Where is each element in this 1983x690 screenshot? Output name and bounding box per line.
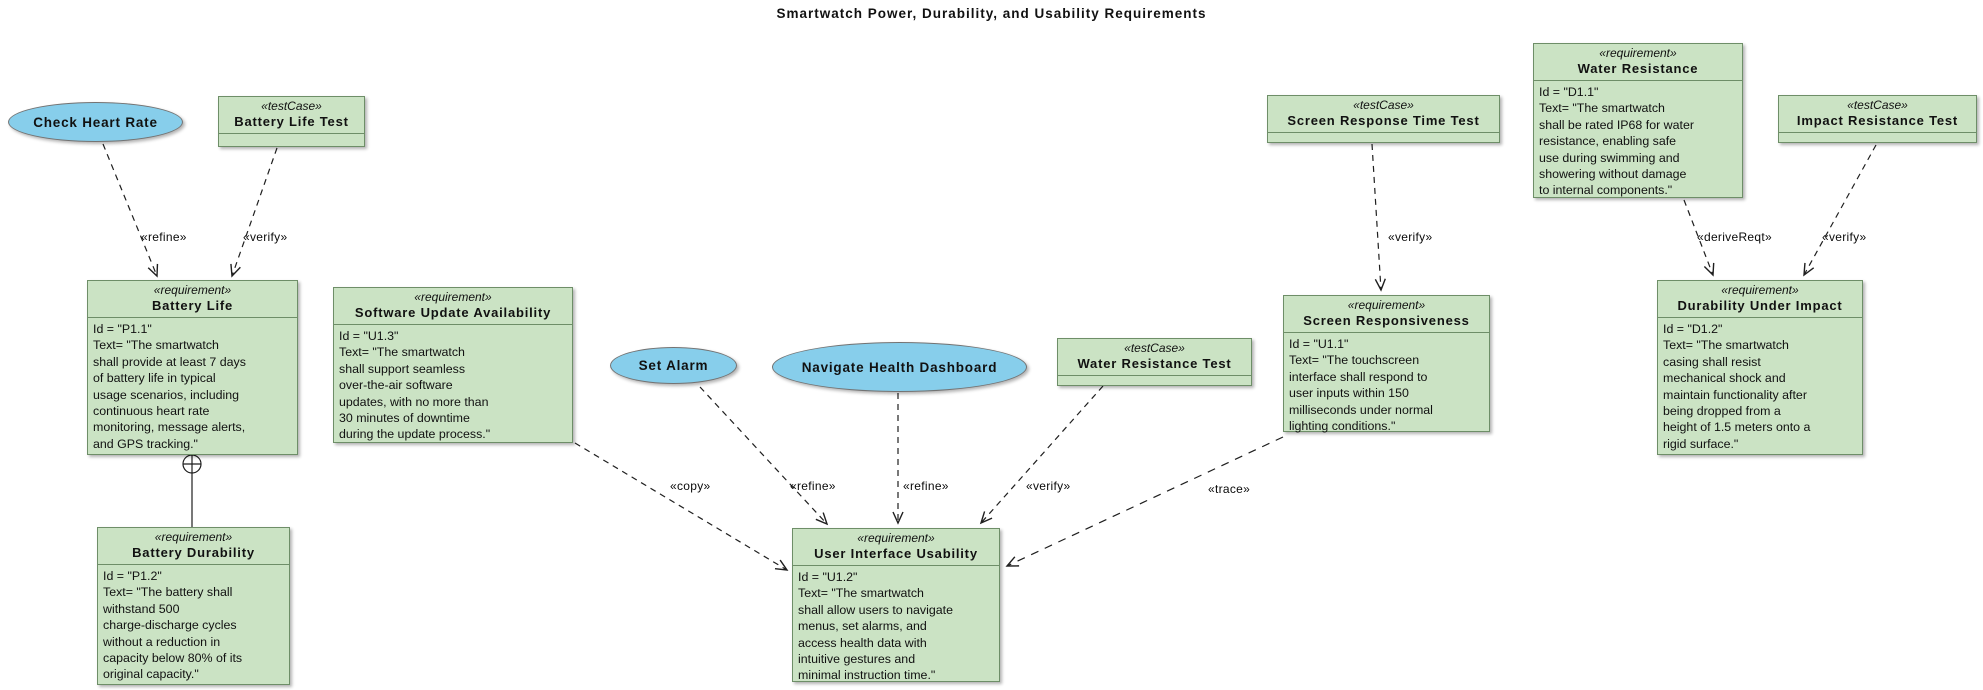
diagram-title: Smartwatch Power, Durability, and Usabil… [776,6,1207,21]
edge-label-trace: «trace» [1208,482,1251,496]
stereotype-label: «requirement» [857,531,935,545]
requirement-body: Id = "P1.2" Text= "The battery shall wit… [103,569,243,682]
stereotype-label: «testCase» [1353,98,1414,112]
requirement-body: Id = "D1.1" Text= "The smartwatch shall … [1539,85,1694,198]
requirement-durability-under-impact: «requirement» Durability Under Impact Id… [1657,280,1863,455]
node-name: Battery Durability [132,545,255,560]
stereotype-label: «testCase» [261,99,322,113]
requirement-battery-life: «requirement» Battery Life Id = "P1.1" T… [87,280,298,455]
stereotype-label: «testCase» [1847,98,1908,112]
requirement-battery-durability: «requirement» Battery Durability Id = "P… [97,527,290,685]
edge-verify-screen-response-time [1371,143,1386,292]
testcase-water-resistance-test: «testCase» Water Resistance Test [1057,338,1252,386]
edge-copy-software-update [574,442,789,571]
empty-compartment [1268,133,1499,144]
requirement-body: Id = "P1.1" Text= "The smartwatch shall … [93,322,246,451]
usecase-label: Navigate Health Dashboard [801,359,998,375]
usecase-navigate-health-dashboard: Navigate Health Dashboard [772,342,1027,392]
node-name: Impact Resistance Test [1796,113,1959,128]
requirement-body: Id = "U1.2" Text= "The smartwatch shall … [798,570,953,683]
empty-compartment [219,134,364,145]
edge-trace-screen-responsiveness [1005,436,1284,567]
edge-verify-water-resistance-test [979,385,1104,525]
stereotype-label: «requirement» [1347,298,1426,312]
empty-compartment [1058,376,1251,387]
node-name: Water Resistance [1577,61,1699,76]
stereotype-label: «requirement» [414,290,492,304]
node-name: Screen Responsiveness [1303,313,1470,328]
edge-label-refine: «refine» [141,230,187,244]
stereotype-label: «requirement» [1599,46,1677,60]
requirement-software-update-availability: «requirement» Software Update Availabili… [333,287,573,443]
edge-verify-impact-resistance [1803,144,1877,277]
edge-refine-check-heart-rate [102,143,159,278]
edge-label-verify: «verify» [1026,479,1071,493]
requirement-screen-responsiveness: «requirement» Screen Responsiveness Id =… [1283,295,1490,433]
edge-label-verify: «verify» [1388,230,1433,244]
stereotype-label: «requirement» [153,283,232,297]
node-name: Durability Under Impact [1677,298,1843,313]
node-name: Water Resistance Test [1077,356,1232,371]
node-name: Battery Life [151,298,234,313]
edge-label-copy: «copy» [670,479,711,493]
node-name: Screen Response Time Test [1287,113,1480,128]
edge-verify-battery-life-test [230,147,278,278]
node-name: Battery Life Test [234,114,349,129]
testcase-battery-life-test: «testCase» Battery Life Test [218,96,365,147]
edge-refine-set-alarm [699,386,829,526]
usecase-label: Set Alarm [638,358,709,373]
testcase-screen-response-time-test: «testCase» Screen Response Time Test [1267,95,1500,143]
edge-derivereqt-water-resistance [1683,199,1715,277]
requirement-body: Id = "U1.1" Text= "The touchscreen inter… [1289,337,1433,434]
stereotype-label: «testCase» [1124,341,1185,355]
empty-compartment [1779,133,1976,144]
stereotype-label: «requirement» [154,530,233,544]
usecase-label: Check Heart Rate [33,114,158,130]
testcase-impact-resistance-test: «testCase» Impact Resistance Test [1778,95,1977,143]
requirement-user-interface-usability: «requirement» User Interface Usability I… [792,528,1000,682]
stereotype-label: «requirement» [1721,283,1799,297]
node-name: User Interface Usability [814,546,978,561]
edge-label-verify: «verify» [243,230,288,244]
edge-label-refine: «refine» [903,479,949,493]
usecase-set-alarm: Set Alarm [610,347,737,384]
edge-label-verify: «verify» [1822,230,1867,244]
edge-label-refine: «refine» [790,479,836,493]
usecase-check-heart-rate: Check Heart Rate [8,102,183,142]
requirement-water-resistance: «requirement» Water Resistance Id = "D1.… [1533,43,1743,198]
requirement-body: Id = "U1.3" Text= "The smartwatch shall … [339,329,491,442]
node-name: Software Update Availability [354,305,552,320]
containment-circle-plus-icon [182,454,202,474]
requirement-body: Id = "D1.2" Text= "The smartwatch casing… [1663,322,1811,451]
edge-label-derivereqt: «deriveReqt» [1697,230,1772,244]
